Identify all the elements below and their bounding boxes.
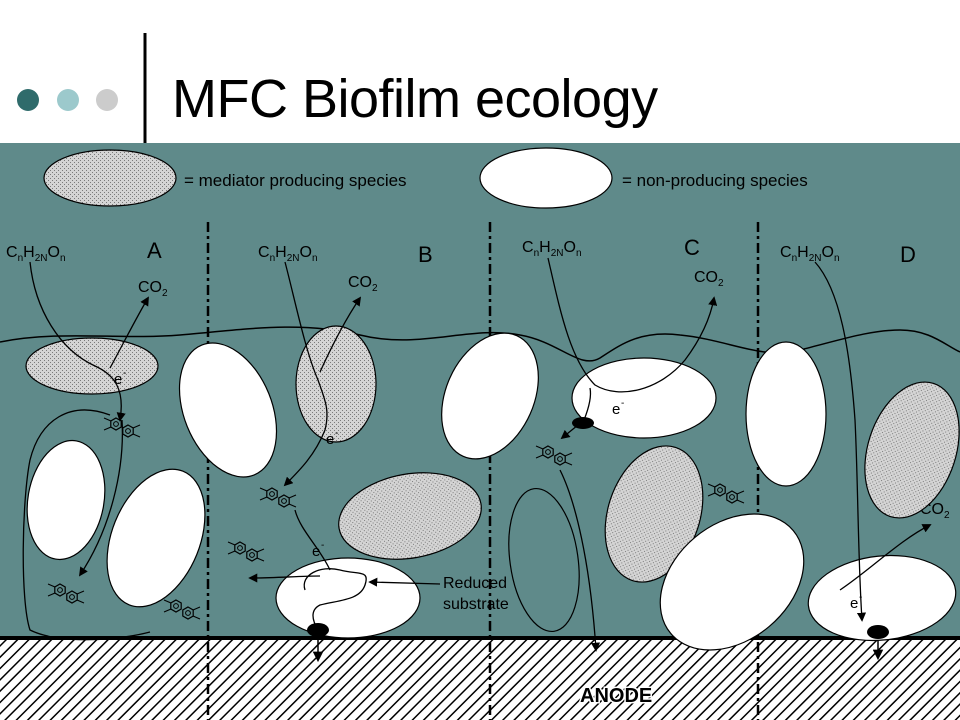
cell-nonproducing-c1 bbox=[571, 357, 717, 439]
path-co2-a bbox=[109, 296, 149, 369]
path-substrate-b bbox=[283, 261, 328, 487]
panel-label-b: B bbox=[418, 242, 433, 267]
header-dot-mid bbox=[57, 89, 79, 111]
svg-text:-: - bbox=[123, 368, 126, 379]
cell-nonproducing-d1 bbox=[745, 341, 827, 487]
cell-nonproducing-bc bbox=[441, 332, 539, 460]
panel-label-c: C bbox=[684, 235, 700, 260]
svg-text:-: - bbox=[859, 592, 862, 603]
legend-nonproducing-cell bbox=[479, 147, 613, 209]
electron-label-d: e- bbox=[850, 592, 862, 612]
membrane-contact-b bbox=[307, 623, 329, 637]
co2-label-b: CO2 bbox=[348, 274, 378, 294]
path-substrate-a bbox=[29, 261, 126, 422]
svg-text:e: e bbox=[312, 543, 320, 560]
electron-label-b2: e- bbox=[312, 540, 324, 560]
electron-label-a: e- bbox=[114, 368, 126, 388]
co2-label-a: CO2 bbox=[138, 279, 168, 299]
anode-electrode bbox=[0, 638, 960, 720]
slide-title: MFC Biofilm ecology bbox=[172, 69, 658, 129]
svg-text:CO2: CO2 bbox=[138, 279, 168, 299]
svg-text:e: e bbox=[612, 401, 620, 418]
panel-label-d: D bbox=[900, 242, 916, 267]
path-substrate-c bbox=[547, 257, 718, 393]
header-dot-dark bbox=[17, 89, 39, 111]
path-shuttle-a bbox=[22, 409, 151, 641]
svg-text:CO2: CO2 bbox=[348, 274, 378, 294]
anode-label: ANODE bbox=[580, 685, 652, 707]
svg-text:CO2: CO2 bbox=[694, 269, 724, 289]
svg-text:e: e bbox=[114, 371, 122, 388]
membrane-contact-d bbox=[867, 625, 889, 639]
header-dot-light bbox=[96, 89, 118, 111]
cell-nonproducing-b1 bbox=[178, 342, 278, 478]
electron-label-c: e- bbox=[612, 398, 624, 418]
legend-mediator-text: = mediator producing species bbox=[184, 171, 407, 190]
path-reduced-b bbox=[303, 568, 367, 631]
cell-nonproducing-a1 bbox=[26, 439, 106, 561]
cell-nonproducing-b2 bbox=[275, 557, 421, 639]
legend-nonproducing-text: = non-producing species bbox=[622, 171, 808, 190]
cell-nonproducing-c2 bbox=[508, 487, 580, 633]
reduced-substrate-line1: Reduced bbox=[443, 575, 507, 592]
path-co2-b bbox=[319, 296, 362, 373]
svg-text:-: - bbox=[621, 398, 624, 409]
legend-mediator-cell bbox=[43, 149, 177, 207]
path-substrate-d bbox=[814, 261, 867, 622]
path-shuttle-b bbox=[294, 509, 331, 571]
cell-mediator-b1 bbox=[295, 325, 377, 443]
svg-text:e: e bbox=[850, 595, 858, 612]
path-co2-d bbox=[839, 524, 932, 591]
path-electron-a bbox=[78, 419, 124, 577]
panel-label-a: A bbox=[147, 238, 162, 263]
cell-mediator-d1 bbox=[864, 381, 960, 519]
biofilm-boundary bbox=[0, 326, 960, 362]
electron-label-b1: e- bbox=[326, 428, 338, 448]
svg-text:-: - bbox=[335, 428, 338, 439]
membrane-contact-c bbox=[572, 417, 594, 429]
reduced-substrate-line2: substrate bbox=[443, 596, 509, 613]
svg-text:-: - bbox=[321, 540, 324, 551]
cell-nonproducing-a2 bbox=[106, 468, 206, 608]
cell-mediator-b2 bbox=[338, 472, 482, 560]
cell-nonproducing-d2 bbox=[807, 554, 957, 642]
co2-label-c: CO2 bbox=[694, 269, 724, 289]
cell-nonproducing-c3 bbox=[659, 513, 805, 651]
path-mediator-b bbox=[248, 573, 321, 583]
path-reduced-pointer bbox=[368, 577, 441, 587]
path-shuttle-c bbox=[559, 469, 601, 652]
cell-mediator-c1 bbox=[604, 445, 704, 583]
cell-mediator-a1 bbox=[25, 337, 159, 395]
svg-text:e: e bbox=[326, 431, 334, 448]
